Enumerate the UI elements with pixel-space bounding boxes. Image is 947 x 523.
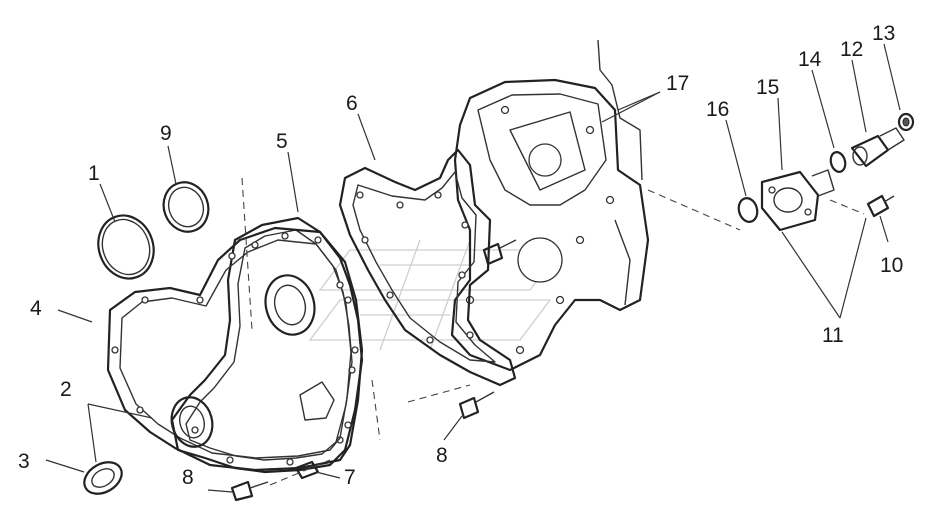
callout-12: 12 xyxy=(840,38,863,61)
callout-10: 10 xyxy=(880,254,903,277)
mounting-flange xyxy=(760,169,835,232)
o-ring-large xyxy=(97,214,155,280)
seal-ring-upper xyxy=(162,181,210,233)
bolt-right xyxy=(866,194,895,218)
callout-4: 4 xyxy=(30,297,42,320)
callout-8-middle: 8 xyxy=(436,444,448,467)
callout-11: 11 xyxy=(822,324,844,347)
cover-gasket xyxy=(106,226,364,472)
callout-9: 9 xyxy=(160,122,172,145)
seal-ring xyxy=(83,461,123,495)
callout-14: 14 xyxy=(798,48,822,71)
callout-15: 15 xyxy=(756,76,779,99)
callout-8-lower: 8 xyxy=(182,466,194,489)
callout-1: 1 xyxy=(88,162,100,185)
front-seal xyxy=(170,396,214,448)
sensor-cap xyxy=(897,112,915,132)
bolt-lower xyxy=(230,480,269,502)
leader-lines xyxy=(45,43,901,493)
watermark-logo xyxy=(308,239,562,351)
sensor-body xyxy=(850,127,905,168)
o-ring-sensor xyxy=(829,151,847,173)
callout-6: 6 xyxy=(346,92,358,115)
callout-3: 3 xyxy=(18,450,30,473)
bolt-housing xyxy=(482,239,517,266)
o-ring-small xyxy=(737,197,759,223)
callout-labels: 1 2 3 4 5 6 7 8 8 9 10 11 12 13 14 15 16… xyxy=(18,22,903,489)
callout-17: 17 xyxy=(666,72,689,95)
callout-7: 7 xyxy=(344,466,356,489)
housing-gasket xyxy=(338,148,517,387)
callout-5: 5 xyxy=(276,130,288,153)
callout-2: 2 xyxy=(60,378,72,401)
gear-housing xyxy=(450,39,650,372)
assembly-lines xyxy=(241,177,865,486)
callout-16: 16 xyxy=(706,98,729,121)
callout-13: 13 xyxy=(872,22,895,45)
bolt-middle xyxy=(458,391,495,420)
